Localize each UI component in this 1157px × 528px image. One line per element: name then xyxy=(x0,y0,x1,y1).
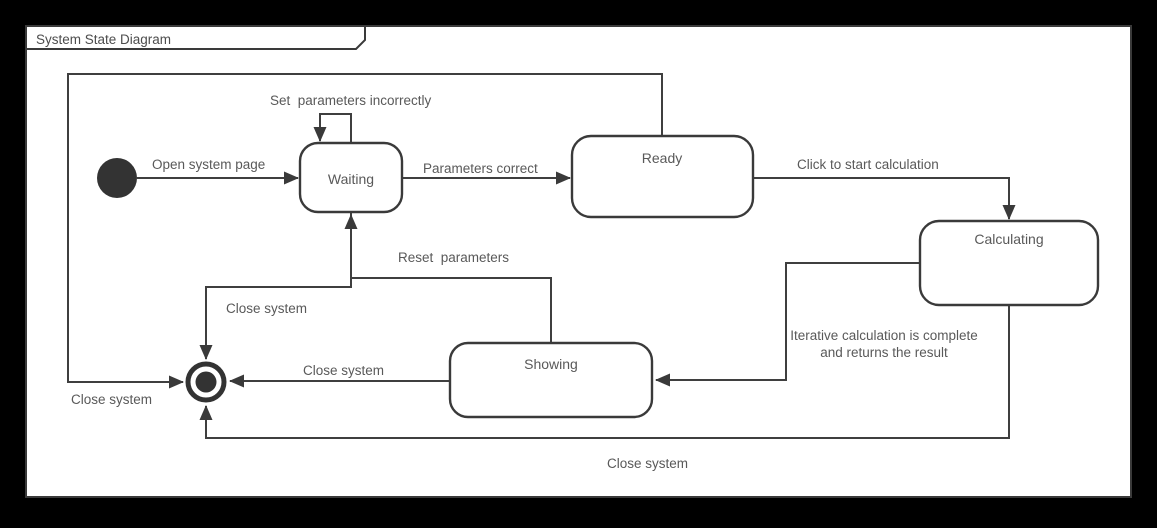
label-click-to-start-calculation: Click to start calculation xyxy=(797,157,939,172)
state-calculating: Calculating xyxy=(918,219,1100,307)
state-showing: Showing xyxy=(448,341,654,419)
diagram-title-tab xyxy=(25,25,366,50)
transition-showing-to-waiting xyxy=(344,214,552,343)
label-reset-parameters: Reset parameters xyxy=(398,250,509,265)
label-open-system-page: Open system page xyxy=(152,157,265,172)
label-set-parameters-incorrectly: Set parameters incorrectly xyxy=(270,93,432,108)
label-close-system-from-showing: Close system xyxy=(303,363,384,378)
state-showing-shape xyxy=(448,341,654,419)
state-calculating-shape xyxy=(918,219,1100,307)
state-ready-shape xyxy=(570,134,755,219)
state-waiting: Waiting xyxy=(298,141,404,214)
final-state-dot xyxy=(195,371,217,393)
transition-calculating-to-final xyxy=(199,305,1010,439)
label-iterative-complete-line1: Iterative calculation is complete xyxy=(790,328,978,343)
state-waiting-label: Waiting xyxy=(328,171,374,187)
label-iterative-complete-line2: and returns the result xyxy=(820,345,948,360)
final-state-node xyxy=(185,361,227,403)
transition-ready-to-final xyxy=(67,73,663,389)
initial-state-node xyxy=(97,158,137,198)
transition-calculating-to-showing xyxy=(655,262,920,387)
label-close-system-from-ready: Close system xyxy=(71,392,152,407)
state-ready-label: Ready xyxy=(642,150,682,166)
diagram-title: System State Diagram xyxy=(36,32,171,47)
label-close-system-from-waiting: Close system xyxy=(226,301,307,316)
label-parameters-correct: Parameters correct xyxy=(423,161,538,176)
state-showing-label: Showing xyxy=(524,356,578,372)
state-calculating-label: Calculating xyxy=(974,231,1043,247)
label-close-system-from-calculating: Close system xyxy=(607,456,688,471)
state-waiting-shape xyxy=(298,141,404,214)
transition-ready-to-calculating xyxy=(753,177,1016,220)
state-ready: Ready xyxy=(570,134,755,219)
transition-waiting-self-loop xyxy=(313,113,352,143)
